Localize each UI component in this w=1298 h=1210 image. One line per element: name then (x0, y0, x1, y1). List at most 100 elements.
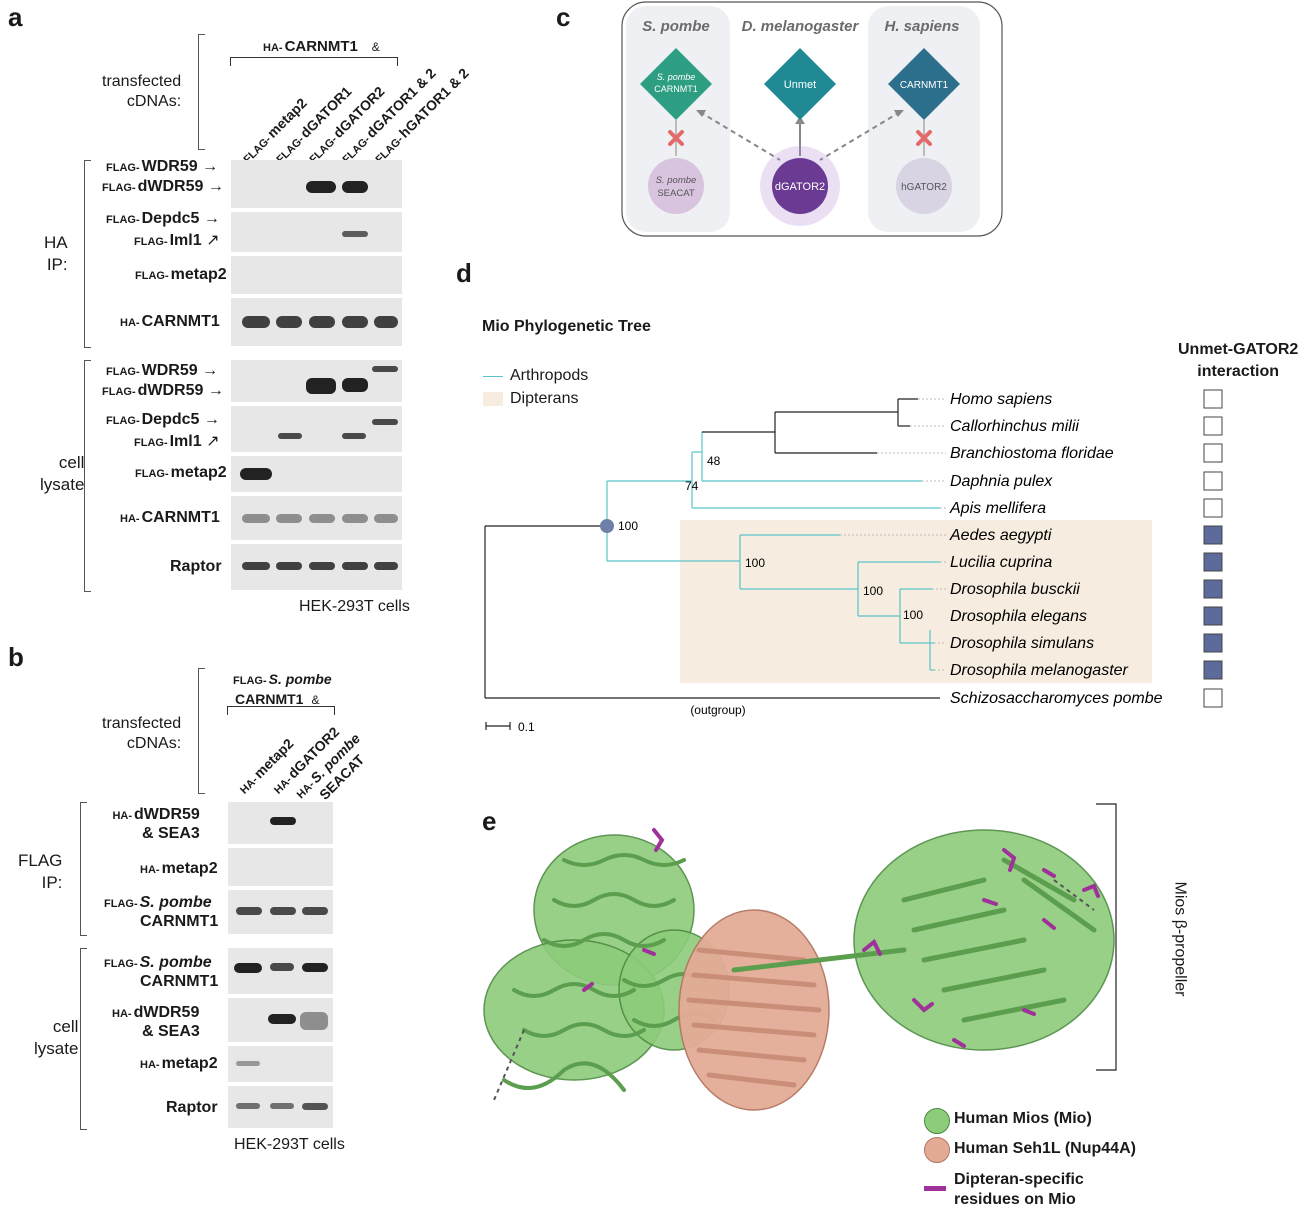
a-row-depdc5-lys: FLAG-Depdc5 → (106, 411, 220, 428)
blot-a-metap2-ip (231, 256, 402, 294)
panel-d-letter: d (456, 258, 472, 288)
protein-structure (483, 803, 1117, 1111)
band (306, 181, 336, 193)
taxon-label: Drosophila elegans (950, 608, 1087, 625)
band (236, 1061, 260, 1066)
interaction-header: Unmet-GATOR2 interaction (1178, 341, 1298, 380)
b-row-dwdr59: HA-dWDR59 & SEA3 (112, 806, 200, 842)
interaction-box (1203, 471, 1223, 491)
interaction-box (1203, 525, 1223, 545)
panel-c-letter: c (556, 2, 571, 32)
species-dmel: D. melanogaster (742, 18, 860, 35)
interaction-box (1203, 579, 1223, 599)
band (374, 562, 398, 570)
species-spombe: S. pombe (642, 18, 710, 35)
spombe-carnmt1-diamond (640, 48, 712, 120)
b-row-carnmt1-lys: FLAG-S. pombe CARNMT1 (104, 954, 219, 990)
panel-b-lysate-bracket (80, 948, 87, 1130)
b-row-metap2-ip: HA-metap2 (140, 860, 218, 877)
band (276, 514, 302, 523)
interaction-box (1203, 389, 1223, 409)
band (342, 433, 366, 439)
panel-a-lysate-label: cell lysate (40, 453, 85, 494)
legend-mio-label: Human Mios (Mio) (954, 1110, 1092, 1127)
svg-text:CARNMT1: CARNMT1 (900, 80, 949, 91)
taxon-label: Branchiostoma floridae (950, 445, 1114, 462)
dipteran-residues (582, 828, 1100, 1048)
legend-seh1l-swatch (924, 1137, 950, 1163)
svg-text:hGATOR2: hGATOR2 (901, 182, 947, 193)
panel-a-transfected-bracket (198, 34, 205, 150)
band (270, 1103, 294, 1109)
panel-a-construct: HA-CARNMT1 & (263, 38, 380, 55)
band (309, 514, 335, 523)
species-hsap: H. sapiens (884, 18, 959, 35)
legend-dipterans-swatch (483, 392, 503, 406)
band (276, 316, 302, 328)
panel-a-letter: a (8, 2, 23, 32)
panel-b-cells: HEK-293T cells (234, 1136, 345, 1153)
panel-a-lysate-bracket (84, 360, 91, 592)
band (268, 1014, 296, 1024)
legend-arthropods-swatch (483, 376, 503, 377)
taxon-label: Drosophila melanogaster (950, 662, 1129, 679)
dipterans-bg (680, 520, 1152, 683)
cross-icon (668, 130, 932, 146)
taxon-label: Schizosaccharomyces pombe (950, 690, 1163, 707)
taxon-label: Lucilia cuprina (950, 554, 1052, 571)
a-row-carnmt1-ip: HA-CARNMT1 (120, 313, 220, 330)
taxon-label: Daphnia pulex (950, 473, 1053, 490)
svg-text:SEACAT: SEACAT (657, 188, 695, 199)
interaction-box (1203, 443, 1223, 463)
interaction-box (1203, 660, 1223, 680)
panel-b-transfected-label: transfected cDNAs: (102, 715, 182, 752)
a-row-carnmt1-lys: HA-CARNMT1 (120, 509, 220, 526)
b-row-metap2-lys: HA-metap2 (140, 1055, 218, 1072)
panel-d-title: Mio Phylogenetic Tree (482, 318, 651, 335)
band (302, 963, 328, 972)
panel-b-ip-bracket (80, 802, 87, 936)
panel-b-construct: FLAG-S. pombe CARNMT1& (233, 671, 332, 707)
panel-e-letter: e (482, 806, 497, 836)
bootstrap-74: 74 (685, 479, 699, 493)
panel-b-ip-label: FLAG IP: (18, 851, 63, 892)
a-row-dwdr59-lys: FLAG-dWDR59 → (102, 382, 224, 399)
a-row-metap2-ip: FLAG-metap2 (135, 266, 227, 283)
band (309, 562, 335, 570)
interaction-box (1203, 498, 1223, 518)
band (306, 378, 336, 394)
taxon-label: Apis mellifera (949, 500, 1046, 517)
interaction-box (1203, 633, 1223, 653)
outgroup-label: (outgroup) (690, 703, 745, 717)
panel-b-lysate-label: cell lysate (34, 1017, 79, 1058)
band (374, 514, 398, 523)
unmet-diamond (764, 48, 836, 120)
b-row-dwdr59-lys: HA-dWDR59 & SEA3 (112, 1004, 200, 1040)
band (278, 433, 302, 439)
band (242, 514, 270, 523)
seacat-circle (648, 158, 704, 214)
bootstrap-100-dro: 100 (863, 584, 883, 598)
band (242, 316, 270, 328)
legend-arthropods: Arthropods (510, 367, 589, 384)
root-node (600, 519, 614, 533)
band (270, 963, 294, 971)
band (276, 562, 302, 570)
interaction-box (1203, 552, 1223, 572)
svg-text:dGATOR2: dGATOR2 (775, 181, 825, 193)
carnmt1-diamond (888, 48, 960, 120)
a-row-raptor-lys: Raptor (170, 558, 222, 575)
legend-seh1l-label: Human Seh1L (Nup44A) (954, 1140, 1136, 1157)
b-row-carnmt1-ip: FLAG-S. pombe CARNMT1 (104, 894, 219, 930)
band (240, 468, 272, 480)
taxon-label: Drosophila busckii (950, 581, 1080, 598)
band (236, 907, 262, 915)
interaction-box (1203, 688, 1223, 708)
panel-a-cells: HEK-293T cells (299, 598, 410, 615)
band (300, 1012, 328, 1030)
interaction-box (1203, 416, 1223, 436)
blot-b-metap2-lys (228, 1046, 333, 1082)
panel-a-construct-bracket (230, 57, 398, 66)
band (242, 562, 270, 570)
svg-text:Unmet: Unmet (784, 79, 816, 91)
